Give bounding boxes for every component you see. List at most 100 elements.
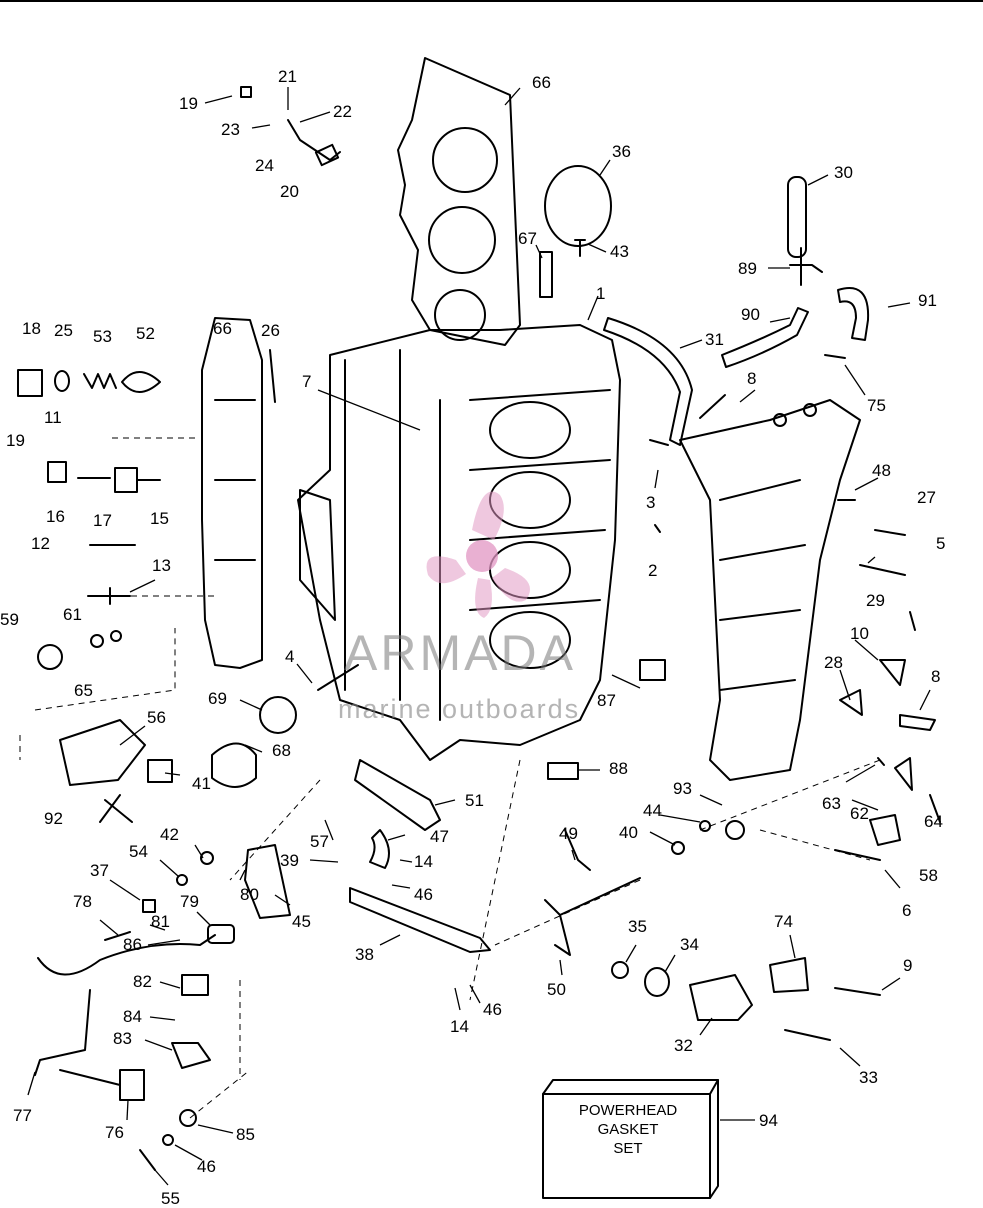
part-callout: 88 <box>609 759 628 778</box>
part-callout: 24 <box>255 156 274 175</box>
part-callout: 14 <box>450 1017 469 1036</box>
part-callout: 14 <box>414 852 433 871</box>
part-callout: 85 <box>236 1125 255 1144</box>
part-callout: 12 <box>31 534 50 553</box>
part-callout: 41 <box>192 774 211 793</box>
watermark-logo-icon <box>426 491 530 618</box>
part-callout: 65 <box>74 681 93 700</box>
part-callout: 58 <box>919 866 938 885</box>
part-callout: 84 <box>123 1007 142 1026</box>
part-callout: 19 <box>179 94 198 113</box>
part-callout: 13 <box>152 556 171 575</box>
exhaust-cover-part <box>201 317 263 669</box>
part-callout: 1 <box>596 284 606 303</box>
part-callout: 39 <box>280 851 299 870</box>
part-callout: 46 <box>197 1157 216 1176</box>
part-callout: 37 <box>90 861 109 880</box>
tee-fitting-part <box>789 247 823 286</box>
top-border-line <box>0 0 983 2</box>
part-callout: 11 <box>44 408 62 427</box>
part-callout: 19 <box>6 431 25 450</box>
part-callout: 18 <box>22 319 41 338</box>
part-callout: 51 <box>465 791 484 810</box>
part-callout: 22 <box>333 102 352 121</box>
part-callout: 46 <box>414 885 433 904</box>
part-callout: 56 <box>147 708 166 727</box>
part-callout: 53 <box>93 327 112 346</box>
small-parts-group <box>17 86 941 1171</box>
part-callout: 59 <box>0 610 19 629</box>
part-callout: 92 <box>44 809 63 828</box>
part-callout: 26 <box>261 321 280 340</box>
hose-part <box>787 176 807 258</box>
part-callout: 7 <box>302 372 312 391</box>
part-callout: 91 <box>918 291 937 310</box>
hose-90-part <box>721 307 809 368</box>
part-callout: 81 <box>151 912 170 931</box>
part-callout: 50 <box>547 980 566 999</box>
part-callout: 67 <box>518 229 537 248</box>
part-callout: 15 <box>150 509 169 528</box>
part-callout: 61 <box>63 605 82 624</box>
part-callout: 86 <box>123 935 142 954</box>
part-callout: 90 <box>741 305 760 324</box>
cylinder-head-gasket-part <box>397 57 521 346</box>
part-callout: 75 <box>867 396 886 415</box>
part-callout: 16 <box>46 507 65 526</box>
part-callout: 82 <box>133 972 152 991</box>
part-callout: 32 <box>674 1036 693 1055</box>
part-callout: 5 <box>936 534 946 553</box>
part-callout: 87 <box>597 691 616 710</box>
part-callout: 44 <box>643 801 662 820</box>
part-callout: 17 <box>93 511 112 530</box>
part-callout: 55 <box>161 1189 180 1208</box>
watermark-brand: ARMADA <box>344 625 576 681</box>
part-callout: 47 <box>430 827 449 846</box>
part-callout: 78 <box>73 892 92 911</box>
part-callout: 83 <box>113 1029 132 1048</box>
part-callout: 36 <box>612 142 631 161</box>
part-callout: 29 <box>866 591 885 610</box>
part-callout: 28 <box>824 653 843 672</box>
part-callout: 94 <box>759 1111 778 1130</box>
part-callout: 79 <box>180 892 199 911</box>
part-callout: 93 <box>673 779 692 798</box>
part-callout: 80 <box>240 885 259 904</box>
part-callout: 77 <box>13 1106 32 1125</box>
part-callout: 2 <box>648 561 658 580</box>
part-callout: 38 <box>355 945 374 964</box>
part-callout: 27 <box>917 488 936 507</box>
part-callout: 66 <box>532 73 551 92</box>
part-callout: 57 <box>310 832 329 851</box>
part-callout: 20 <box>280 182 299 201</box>
part-callout: 8 <box>747 369 757 388</box>
part-callout: 31 <box>705 330 724 349</box>
part-callout: 43 <box>610 242 629 261</box>
part-callout: 74 <box>774 912 793 931</box>
part-callout: 23 <box>221 120 240 139</box>
part-callout: 76 <box>105 1123 124 1142</box>
part-callout: 89 <box>738 259 757 278</box>
gasket-label-line-2: GASKET <box>597 1121 659 1138</box>
part-callout: 6 <box>902 901 912 920</box>
part-callout: 66 <box>213 319 232 338</box>
part-callout: 35 <box>628 917 647 936</box>
part-callout: 34 <box>680 935 699 954</box>
hose-31-part <box>603 317 693 446</box>
gasket-set-label: POWERHEAD GASKET SET <box>548 1101 708 1158</box>
part-callout: 25 <box>54 321 73 340</box>
watermark-subtitle: marine outboards <box>338 694 581 724</box>
gasket-label-line-3: SET <box>613 1140 643 1157</box>
part-callout: 69 <box>208 689 227 708</box>
part-callout: 49 <box>559 824 578 843</box>
part-callout: 62 <box>850 804 869 823</box>
part-callout: 52 <box>136 324 155 343</box>
gasket-label-line-1: POWERHEAD <box>578 1102 678 1119</box>
part-callout: 46 <box>483 1000 502 1019</box>
part-callout: 40 <box>619 823 638 842</box>
o-ring-part <box>544 165 612 247</box>
crankcase-cover-part <box>679 399 861 781</box>
part-callout: 30 <box>834 163 853 182</box>
gasket-set-box-shape <box>542 1079 719 1199</box>
